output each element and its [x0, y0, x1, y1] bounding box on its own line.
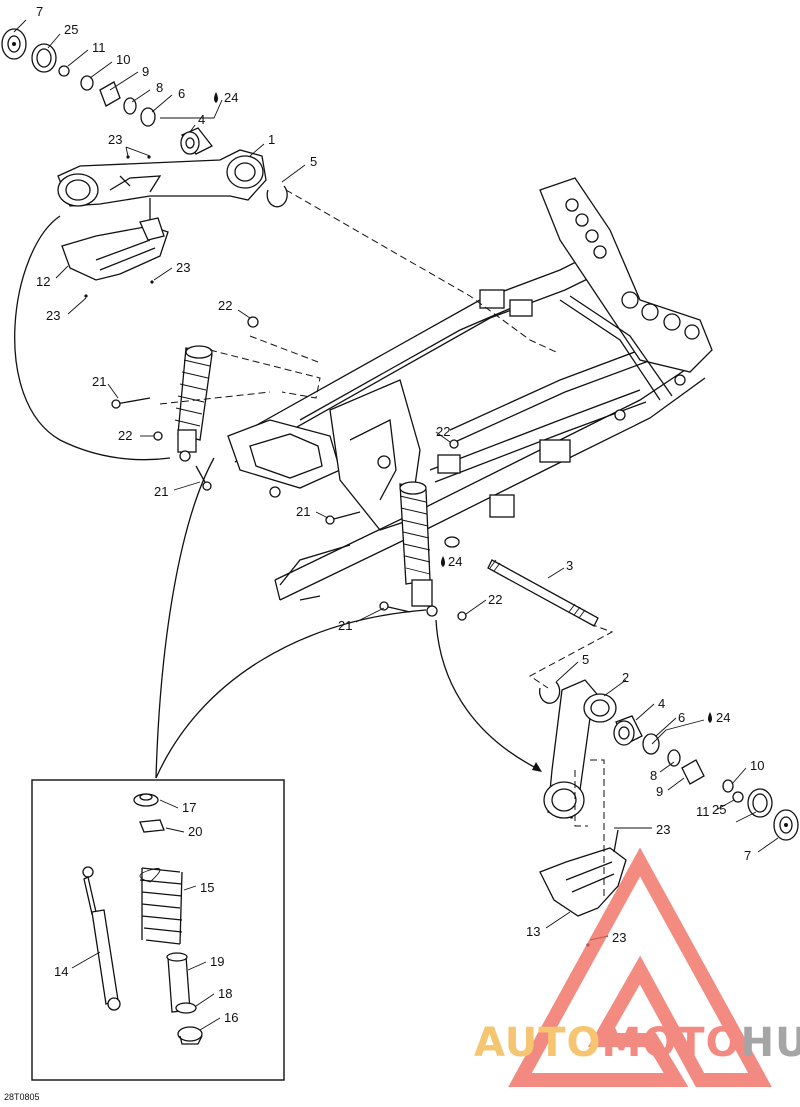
plate-icon	[99, 81, 121, 107]
axle-shaft-icon	[487, 559, 599, 627]
callout-21: 21	[92, 374, 106, 389]
damper-icon	[82, 866, 121, 1011]
callout-22: 22	[118, 428, 132, 443]
callout-24: 24	[448, 554, 462, 569]
callout-13: 13	[526, 924, 540, 939]
callout-labels: 7 25 11 10 9 8 6 24 4 1 5 23 23 12 23 22…	[36, 4, 764, 1025]
link-arrows	[14, 215, 542, 779]
coil-spring-icon	[139, 867, 183, 945]
washer-icon	[722, 779, 734, 793]
callout-1: 1	[268, 132, 275, 147]
callout-11: 11	[696, 804, 710, 819]
trailing-arm-icon	[543, 679, 617, 819]
callout-23: 23	[612, 930, 626, 945]
automotohub-watermark: AUTOMOTOHUB	[474, 847, 800, 1087]
bushing-icon	[613, 715, 643, 746]
watermark-part-moto: MOTO	[602, 1020, 741, 1066]
hub-icon	[773, 809, 799, 841]
shock-exploded-inset	[31, 779, 285, 1081]
callout-6: 6	[678, 710, 685, 725]
watermark-part-auto: AUTO	[474, 1020, 602, 1066]
callout-3: 3	[566, 558, 573, 573]
callout-11: 11	[92, 40, 106, 55]
seal-ring-icon	[667, 749, 681, 767]
nut-icon	[58, 65, 70, 77]
callout-14: 14	[54, 964, 68, 979]
callout-4: 4	[658, 696, 665, 711]
callout-22: 22	[436, 424, 450, 439]
callout-24: 24	[224, 90, 238, 105]
seal-ring-icon	[123, 97, 137, 115]
trailing-arm-icon	[57, 149, 267, 207]
callout-7: 7	[36, 4, 43, 19]
left-trailing-arm-assembly	[1, 28, 288, 298]
callout-22: 22	[488, 592, 502, 607]
center-shock-absorber	[399, 481, 438, 617]
callout-8: 8	[156, 80, 163, 95]
circlip-icon	[266, 185, 288, 208]
callout-15: 15	[200, 880, 214, 895]
watermark-part-hub: HUB	[741, 1020, 800, 1066]
callout-16: 16	[224, 1010, 238, 1025]
callout-24: 24	[716, 710, 730, 725]
callout-23: 23	[656, 822, 670, 837]
hub-icon	[1, 28, 27, 60]
vehicle-frame	[227, 177, 713, 601]
figure-code: 28T0805	[4, 1092, 40, 1102]
callout-8: 8	[650, 768, 657, 783]
callout-23: 23	[108, 132, 122, 147]
callout-25: 25	[64, 22, 78, 37]
circlip-icon	[538, 681, 561, 704]
callout-23: 23	[176, 260, 190, 275]
fasteners	[111, 316, 467, 621]
skid-guard-icon	[539, 847, 627, 917]
callout-21: 21	[296, 504, 310, 519]
callout-18: 18	[218, 986, 232, 1001]
o-ring-icon	[642, 733, 660, 755]
bearing-ring-icon	[747, 788, 773, 818]
bearing-ring-icon	[31, 43, 57, 73]
callout-21: 21	[154, 484, 168, 499]
callout-10: 10	[116, 52, 130, 67]
callout-4: 4	[198, 112, 205, 127]
svg-text:AUTOMOTOHUB: AUTOMOTOHUB	[474, 1020, 800, 1066]
callout-2: 2	[622, 670, 629, 685]
o-ring-icon	[140, 107, 156, 127]
skid-guard-icon	[61, 217, 169, 281]
callout-12: 12	[36, 274, 50, 289]
watermark-triangle-icon	[508, 847, 772, 1087]
left-shock-absorber	[174, 345, 213, 462]
callout-9: 9	[142, 64, 149, 79]
callout-5: 5	[310, 154, 317, 169]
plate-icon	[681, 759, 705, 785]
callout-17: 17	[182, 800, 196, 815]
callout-21: 21	[338, 618, 352, 633]
callout-22: 22	[218, 298, 232, 313]
callout-25: 25	[712, 802, 726, 817]
callout-10: 10	[750, 758, 764, 773]
callout-5: 5	[582, 652, 589, 667]
callout-6: 6	[178, 86, 185, 101]
callout-7: 7	[744, 848, 751, 863]
callout-20: 20	[188, 824, 202, 839]
washer-icon	[80, 75, 94, 91]
callout-19: 19	[210, 954, 224, 969]
right-trailing-arm-assembly	[538, 679, 799, 947]
callout-9: 9	[656, 784, 663, 799]
bushing-icon	[180, 127, 213, 155]
callout-23: 23	[46, 308, 60, 323]
nut-icon	[732, 791, 744, 803]
